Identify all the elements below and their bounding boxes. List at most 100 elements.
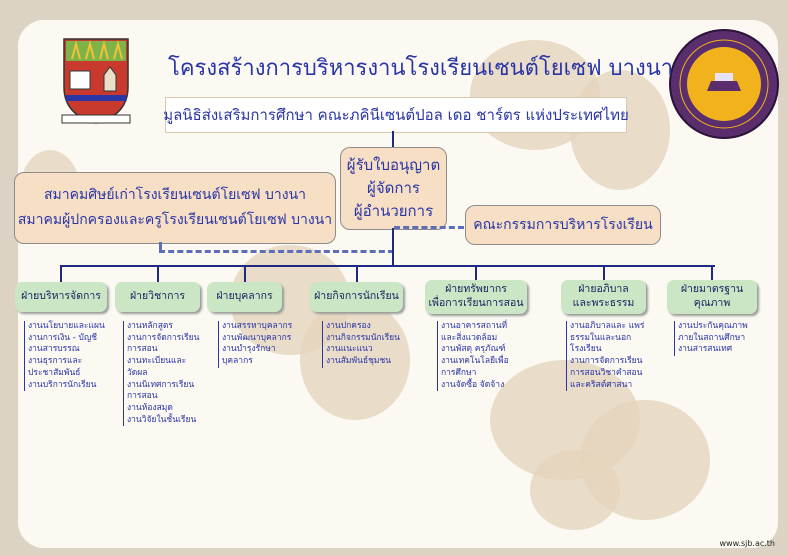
task-item: งานสารบรรณ	[28, 344, 80, 355]
task-list: งานอาคารสถานที่และสิ่งแวดล้อมงานพัสดุ คร…	[441, 321, 509, 391]
department-drop-line	[243, 265, 246, 282]
task-item: และสิ่งแวดล้อม	[441, 332, 498, 343]
director-line-3: ผู้อำนวยการ	[353, 202, 434, 220]
task-list: งานหลักสูตรงานการจัดการเรียนการสอนงานทะเ…	[127, 321, 199, 426]
department-drop-line	[475, 265, 477, 282]
task-item: งานสารสนเทศ	[678, 344, 733, 355]
task-item: การสอน	[127, 344, 158, 355]
department-name: ฝ่ายบุคลากร	[216, 290, 273, 303]
task-item: งานการเงิน - บัญชี	[28, 332, 97, 343]
department-name: ฝ่ายทรัพยากร	[445, 283, 507, 296]
task-list: งานปกครองงานกิจกรรมนักเรียนงานแนะแนวงานส…	[326, 321, 400, 368]
task-item: ภายในสถานศึกษา	[678, 332, 746, 343]
task-item: งานธุรการและ	[28, 356, 83, 367]
dashed-link	[159, 242, 162, 252]
footer-url: www.sjb.ac.th	[719, 539, 776, 548]
department-name: เพื่อการเรียนการสอน	[428, 297, 524, 309]
dashed-link	[159, 250, 394, 253]
task-item: งานพัสดุ ครุภัณฑ์	[441, 344, 506, 355]
department-name: ฝ่ายอภิบาล	[578, 283, 629, 296]
department-name: และพระธรรม	[572, 297, 635, 309]
task-item: การศึกษา	[441, 367, 477, 378]
task-item: งานปกครอง	[326, 321, 371, 331]
task-bracket-line	[437, 321, 438, 392]
department-drop-line	[602, 265, 605, 282]
task-item: งานอภิบาลและ แพร่	[570, 321, 645, 331]
task-item: การสอนวิชาคำสอน	[570, 367, 643, 378]
task-item: งานนโยบายและแผน	[28, 321, 105, 331]
board-label: คณะกรรมการบริหารโรงเรียน	[473, 217, 653, 233]
task-item: งานการจัดการเรียน	[127, 332, 200, 343]
task-item: การสอน	[127, 391, 158, 402]
foundation-label: มูลนิธิส่งเสริมการศึกษา คณะภคินีเซนต์ปอล…	[163, 106, 629, 124]
foundation-box: มูลนิธิส่งเสริมการศึกษา คณะภคินีเซนต์ปอล…	[163, 97, 629, 133]
department-box: ฝ่ายบุคลากร	[207, 282, 282, 312]
task-list: งานประกันคุณภาพภายในสถานศึกษางานสารสนเทศ	[678, 321, 748, 356]
task-item: งานพัฒนาบุคลากร	[222, 332, 292, 343]
board-box: คณะกรรมการบริหารโรงเรียน	[465, 205, 661, 245]
task-bracket-line	[24, 321, 25, 392]
task-item: ประชาสัมพันธ์	[28, 367, 81, 378]
task-item: งานสรรหาบุคลากร	[222, 321, 293, 331]
director-line-1: ผู้รับใบอนุญาต	[346, 156, 441, 174]
department-drop-line	[711, 265, 713, 282]
task-item: งานวิจัยในชั้นเรียน	[127, 414, 197, 425]
department-name: ฝ่ายวิชาการ	[129, 290, 185, 303]
department-box: ฝ่ายทรัพยากรเพื่อการเรียนการสอน	[425, 280, 527, 314]
task-item: งานอาคารสถานที่	[441, 321, 508, 331]
task-item: และคริสต์ศาสนา	[570, 379, 633, 390]
department-box: ฝ่ายมาตรฐานคุณภาพ	[667, 280, 757, 314]
seal-ring-icon	[679, 39, 769, 129]
parent-teacher-association-label: สมาคมผู้ปกครองและครูโรงเรียนเซนต์โยเซฟ บ…	[17, 212, 333, 228]
department-name: ฝ่ายกิจการนักเรียน	[314, 290, 399, 303]
connector-line	[392, 228, 394, 266]
department-drop-line	[156, 265, 159, 282]
task-item: งานประกันคุณภาพ	[678, 321, 748, 331]
task-item: โรงเรียน	[570, 344, 602, 355]
flower-decoration	[530, 450, 620, 530]
task-item: งานหลักสูตร	[127, 321, 173, 331]
associations-box: สมาคมศิษย์เก่าโรงเรียนเซนต์โยเซฟ บางนา ส…	[14, 172, 336, 244]
task-bracket-line	[218, 321, 219, 368]
task-item: งานสัมพันธ์ชุมชน	[326, 356, 392, 367]
task-item: งานเทคโนโลยีเพื่อ	[441, 356, 509, 367]
connector-line	[392, 131, 394, 147]
task-list: งานสรรหาบุคลากรงานพัฒนาบุคลากรงานบำรุงรั…	[222, 321, 292, 368]
director-box: ผู้รับใบอนุญาต ผู้จัดการ ผู้อำนวยการ	[340, 147, 447, 230]
department-drop-line	[355, 265, 358, 282]
task-item: ธรรมในและนอก	[570, 332, 632, 343]
task-item: บุคลากร	[222, 356, 253, 367]
director-line-2: ผู้จัดการ	[367, 179, 420, 197]
task-item: งานจัดซื้อ จัดจ้าง	[441, 379, 505, 390]
department-name: คุณภาพ	[693, 297, 731, 309]
alumni-association-label: สมาคมศิษย์เก่าโรงเรียนเซนต์โยเซฟ บางนา	[44, 187, 306, 203]
task-item: งานการจัดการเรียน	[570, 356, 643, 367]
department-name: ฝ่ายบริหารจัดการ	[21, 290, 101, 303]
department-name: ฝ่ายมาตรฐาน	[680, 283, 744, 296]
task-item: วัดผล	[127, 367, 148, 378]
department-drop-line	[60, 265, 62, 282]
task-bracket-line	[322, 321, 323, 368]
department-box: ฝ่ายวิชาการ	[115, 282, 200, 312]
task-item: งานแนะแนว	[326, 344, 373, 355]
task-item: งานกิจกรรมนักเรียน	[326, 332, 400, 343]
task-item: งานนิเทศการเรียน	[127, 379, 195, 390]
task-item: งานบำรุงรักษา	[222, 344, 276, 355]
task-item: งานบริการนักเรียน	[28, 379, 97, 390]
task-list: งานนโยบายและแผนงานการเงิน - บัญชีงานสารบ…	[28, 321, 105, 391]
school-crest-logo	[60, 35, 132, 127]
department-box: ฝ่ายบริหารจัดการ	[15, 282, 107, 312]
dashed-link	[394, 226, 464, 229]
task-bracket-line	[123, 321, 124, 427]
school-seal-logo	[669, 29, 779, 139]
task-item: งานทะเบียนและ	[127, 356, 187, 367]
task-list: งานอภิบาลและ แพร่ธรรมในและนอกโรงเรียนงาน…	[570, 321, 644, 391]
task-bracket-line	[674, 321, 675, 357]
department-bus-line	[60, 265, 715, 267]
department-box: ฝ่ายอภิบาลและพระธรรม	[561, 280, 646, 314]
task-item: งานห้องสมุด	[127, 402, 173, 413]
page-title: โครงสร้างการบริหารงานโรงเรียนเซนต์โยเซฟ …	[168, 56, 674, 81]
flower-decoration	[300, 300, 410, 420]
task-bracket-line	[566, 321, 567, 392]
department-box: ฝ่ายกิจการนักเรียน	[310, 282, 403, 312]
